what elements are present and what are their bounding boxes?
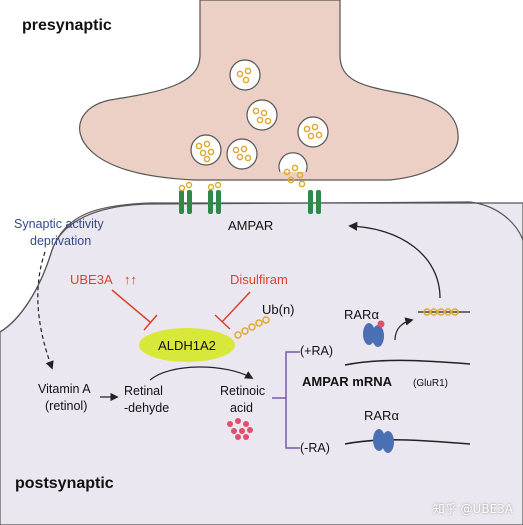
deprivation-label: deprivation: [30, 234, 91, 248]
ra-bracket: [272, 351, 300, 449]
retinaldehyde-label: -dehyde: [124, 401, 169, 415]
glur1-label: (GluR1): [413, 378, 448, 389]
postsynaptic-membrane: [0, 201, 523, 333]
deprivation-arrow: [37, 251, 54, 370]
translation-arrow: [394, 317, 414, 341]
ube3a-up-arrows: ↑↑: [124, 272, 137, 287]
postsynaptic-label: postsynaptic: [15, 475, 114, 492]
vitamin-a-label: Vitamin A: [38, 382, 91, 396]
ampar-mrna-label: AMPAR mRNA: [302, 374, 393, 389]
ube3a-label: UBE3A: [70, 272, 113, 287]
aldh1a2-enzyme: ALDH1A2: [139, 328, 235, 362]
plus-ra-label: (+RA): [300, 344, 333, 358]
ampar-label: AMPAR: [228, 218, 273, 233]
rar-alpha-bottom-protein: [373, 429, 394, 453]
ubn-label: Ub(n): [262, 302, 295, 317]
disulfiram-label: Disulfiram: [230, 272, 288, 287]
synaptic-activity-label: Synaptic activity: [14, 217, 104, 231]
retinoic-label: Retinoic: [220, 384, 265, 398]
receptor-2: [207, 181, 222, 214]
watermark: 知乎 @UBE3A: [432, 502, 513, 516]
disulfiram-inhibition: [214, 291, 251, 330]
trafficking-arrow: [348, 221, 441, 299]
acid-label: acid: [230, 401, 253, 415]
ampa-receptors: [178, 181, 321, 214]
presynaptic-label: presynaptic: [22, 17, 112, 34]
aldh-conversion-arrow: [149, 366, 254, 381]
rar-alpha-top-protein: [363, 320, 385, 347]
retinol-label: (retinol): [45, 399, 87, 413]
rar-alpha-top-label: RARα: [344, 307, 379, 322]
synaptic-vesicles: [190, 59, 329, 188]
presynaptic-terminal: [79, 0, 459, 181]
peptide-chain: [418, 308, 470, 316]
receptor-3: [308, 190, 321, 214]
retinoic-acid-dots: [227, 418, 253, 440]
aldh1a2-label: ALDH1A2: [158, 338, 216, 353]
mrna-minus-ra: [344, 439, 471, 445]
ube3a-inhibition: [111, 289, 158, 331]
minus-ra-label: (-RA): [300, 441, 330, 455]
mrna-plus-ra: [344, 359, 471, 366]
rar-alpha-bottom-label: RARα: [364, 408, 399, 423]
retinal-label: Retinal: [124, 384, 163, 398]
receptor-1: [178, 181, 193, 214]
ubiquitin-chain: [234, 316, 270, 339]
